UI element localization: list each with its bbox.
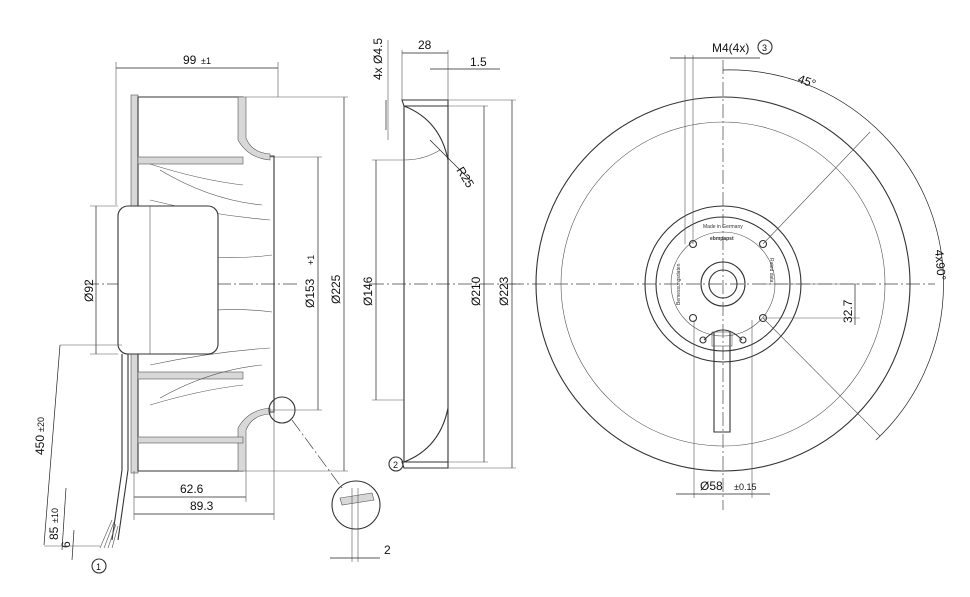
- front-view: Made in Germany ebmpapst Bemessungsdaten…: [510, 39, 949, 510]
- blade-band: [137, 371, 244, 380]
- dim-thread-spec: M4(4x): [712, 41, 749, 55]
- dim-inner-dia: Ø153: [303, 278, 317, 308]
- detail-dim: 2: [384, 543, 391, 557]
- dim-outer-dia: Ø225: [329, 274, 343, 304]
- detail-leader: [291, 419, 343, 489]
- ring-radius: [403, 149, 441, 161]
- dim-depth-1: 62.6: [180, 482, 204, 496]
- dim-ring-depth: 28: [418, 38, 432, 52]
- dim-cable-length: 450: [33, 435, 47, 455]
- shroud-top: [237, 96, 271, 161]
- clip-screw: [739, 336, 747, 344]
- ring-curve: [403, 105, 449, 463]
- dim-ring-inner: Ø146: [361, 276, 375, 306]
- dim-motor-dia: Ø92: [82, 279, 96, 302]
- angle-line: [762, 317, 881, 437]
- callout-1: 1: [96, 562, 101, 572]
- dim-cable-length-tol: ±20: [36, 417, 46, 432]
- ring-flange-bottom: [401, 461, 449, 469]
- dim-line-strip: [61, 487, 67, 551]
- clip-screw: [699, 336, 707, 344]
- ring-body: [403, 106, 449, 462]
- dim-line-wire: [71, 529, 75, 561]
- hub-bore: [700, 261, 746, 307]
- wire-ends: [99, 519, 119, 549]
- dim-inner-dia-tol: +1: [306, 255, 316, 265]
- motor-housing: [117, 205, 219, 355]
- detail-callout: 2: [393, 460, 398, 470]
- screw-hole: [758, 239, 768, 249]
- cable-gland: [711, 331, 733, 347]
- shroud-ring: [560, 121, 886, 447]
- cable-clip: [703, 329, 743, 341]
- dim-width-tol: ±1: [201, 56, 211, 66]
- dim-line-cable: [43, 344, 61, 546]
- hub-shaft: [708, 269, 738, 299]
- callout-3: 3: [762, 43, 767, 53]
- detail-2-section: [339, 492, 375, 506]
- dim-ring-outer: Ø223: [497, 276, 511, 306]
- radius-leader: [429, 139, 471, 181]
- dim-offset: 32.7: [841, 299, 855, 323]
- cable-exit: [713, 332, 731, 433]
- dim-wire-end: 6: [59, 541, 73, 548]
- arc-45: [722, 69, 877, 129]
- arc-90: [875, 127, 944, 441]
- ring-flange-top: [401, 99, 449, 107]
- dim-ring-mid: Ø210: [469, 276, 483, 306]
- angle-line: [762, 131, 871, 245]
- callout-3-circle: [757, 39, 773, 55]
- dim-angle: 45°: [796, 72, 818, 91]
- detail-circle: [268, 396, 296, 424]
- dim-radius: R25: [453, 164, 477, 190]
- detail-2-circle: [331, 480, 381, 530]
- dim-depth-2: 89.3: [190, 499, 214, 513]
- dim-strip-length-tol: ±10: [50, 508, 60, 523]
- label-left: Bemessungsdaten: [676, 263, 682, 305]
- callout-2-circle: [388, 456, 404, 472]
- label-right: Rated data: [768, 258, 774, 283]
- dim-hub-dia-tol: ±0.15: [734, 482, 756, 492]
- dim-hub-dia: Ø58: [700, 479, 723, 493]
- side-view: 99 ±1 Ø92 Ø153 +1 Ø225 62.6 89.3 450 ±20…: [33, 53, 348, 574]
- blade-band: [137, 156, 244, 165]
- dim-angle-pattern: 4x90°: [932, 249, 949, 281]
- label-brand: ebmpapst: [710, 236, 734, 242]
- callout-1-circle: [91, 558, 107, 574]
- dim-width: 99: [183, 53, 197, 67]
- label-made-in: Made in Germany: [703, 224, 743, 230]
- blade-band: [137, 436, 244, 444]
- dim-ring-flange: 1.5: [470, 55, 487, 69]
- screw-hole: [688, 313, 698, 323]
- outer-ring: [535, 96, 911, 472]
- dim-hole-spec: 4x Ø4.5: [371, 38, 385, 80]
- inlet-ring-view: 28 1.5 4x Ø4.5 R25 Ø146 Ø210 Ø223 2 2: [330, 38, 520, 562]
- dim-strip-length: 85: [47, 526, 61, 540]
- cable: [111, 354, 129, 541]
